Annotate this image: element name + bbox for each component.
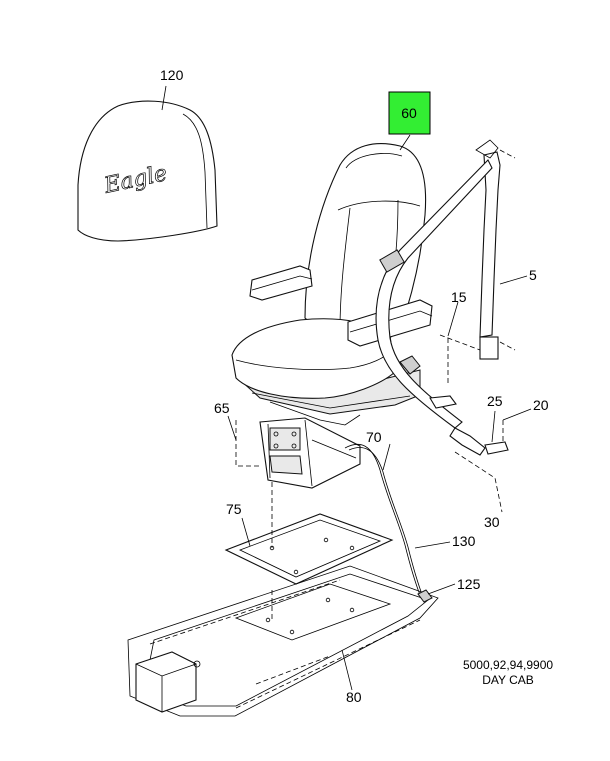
floor-anchor (484, 441, 509, 455)
retractor-base (479, 336, 499, 360)
callout-60: 60 (401, 105, 417, 121)
seat-riser (259, 417, 361, 489)
leader-20 (502, 408, 532, 421)
leader-65 (227, 415, 237, 441)
callout-20: 20 (533, 397, 549, 413)
leader-130 (414, 541, 451, 549)
leader-70 (382, 443, 391, 471)
leader-120 (161, 85, 167, 111)
mounting-plate (224, 513, 394, 585)
callout-80: 80 (346, 689, 362, 705)
anchor-bolt (429, 395, 457, 409)
callout-65: 65 (214, 400, 230, 416)
callout-75: 75 (226, 501, 242, 517)
callout-15: 15 (451, 289, 467, 305)
cab-floor (127, 565, 439, 717)
seat (231, 143, 433, 426)
callout-60-highlight (388, 91, 431, 135)
callout-130: 130 (452, 533, 476, 549)
callout-5: 5 (529, 267, 537, 283)
seat-belt-retractor (375, 139, 516, 456)
model-codes: 5000,92,94,9900 (463, 658, 553, 672)
leader-15 (447, 301, 459, 337)
callout-25: 25 (487, 393, 503, 409)
harness-connector (417, 589, 433, 603)
headrest-cover: Eagle (77, 100, 218, 242)
callout-120: 120 (160, 67, 184, 83)
leader-60 (399, 134, 411, 151)
cab-type: DAY CAB (482, 673, 534, 687)
callout-70: 70 (366, 429, 382, 445)
wiring-harness (344, 444, 421, 596)
leader-80 (341, 649, 353, 691)
leader-5 (499, 275, 528, 285)
callout-125: 125 (457, 576, 481, 592)
leader-125 (427, 583, 456, 595)
callout-30: 30 (484, 514, 500, 530)
leader-75 (241, 517, 251, 547)
leader-25 (491, 410, 496, 443)
